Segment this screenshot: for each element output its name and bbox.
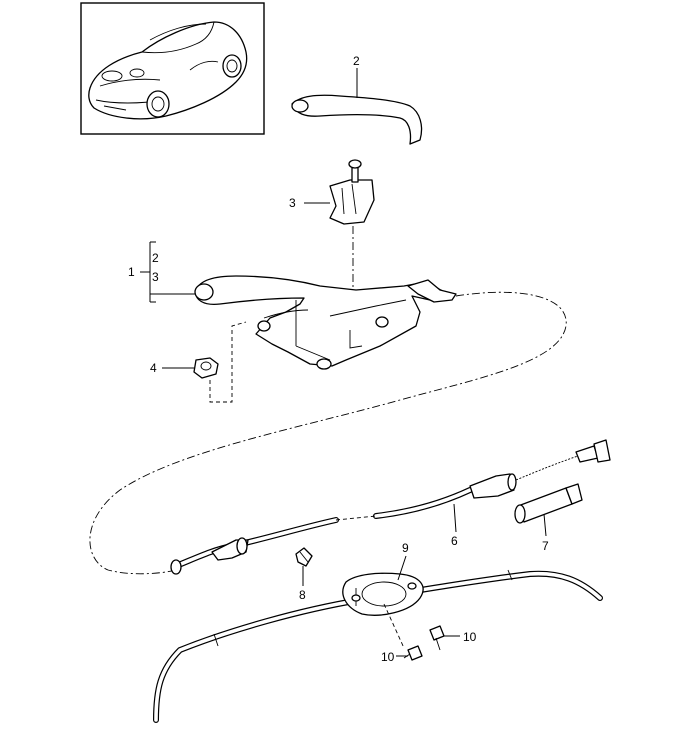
part-8-clip: 8 (295, 547, 313, 602)
part-9-guide-plate: 9 (342, 541, 424, 649)
callout-2: 2 (353, 54, 360, 68)
callout-10-left: 10 (381, 650, 395, 664)
callout-7: 7 (542, 539, 549, 553)
car-illustration (88, 21, 248, 120)
callout-10-right: 10 (463, 630, 477, 644)
callout-3: 3 (289, 196, 296, 210)
callout-1-sub-3: 3 (152, 270, 159, 284)
part-2-grip-cover: 2 (291, 54, 423, 145)
routing-path (89, 291, 567, 575)
part-10-bolt-left: 10 (381, 645, 423, 664)
callout-6: 6 (451, 534, 458, 548)
callout-4: 4 (150, 361, 157, 375)
part-7-sleeve: 7 (514, 483, 583, 553)
callout-1-sub-2: 2 (152, 251, 159, 265)
part-1-handbrake-lever: 1 2 3 (128, 241, 457, 370)
part-10-bolt-right: 10 (429, 625, 477, 651)
part-6-cable: 6 (170, 439, 611, 575)
callout-8: 8 (299, 588, 306, 602)
callout-9: 9 (402, 541, 409, 555)
part-3-release-button: 3 (289, 159, 375, 290)
callout-1: 1 (128, 265, 135, 279)
part-4-nut: 4 (150, 321, 247, 403)
vehicle-overview-inset (80, 2, 265, 135)
